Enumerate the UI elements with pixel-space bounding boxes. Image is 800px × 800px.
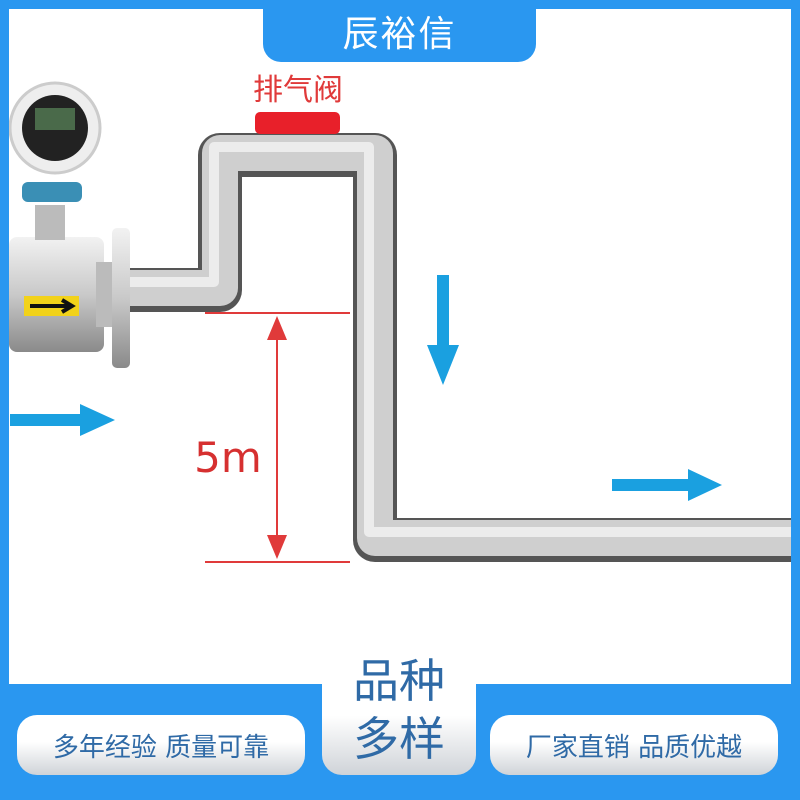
- arrow-right-icon: [612, 469, 722, 501]
- center-line-2: 多样: [353, 712, 445, 766]
- valve-label: 排气阀: [253, 73, 343, 108]
- flow-meter: [9, 81, 130, 368]
- pipe: [125, 133, 791, 562]
- brand-name: 辰裕信: [342, 14, 457, 55]
- dimension-lines: [205, 312, 350, 563]
- diagram-canvas: 排气阀 5m: [9, 9, 791, 684]
- right-slogan: 厂家直销 品质优越: [490, 715, 778, 775]
- exhaust-valve: [255, 112, 340, 134]
- height-label: 5m: [194, 433, 262, 482]
- pipe-installation-diagram: 排气阀 5m: [9, 73, 791, 563]
- center-badge-text: 品种 多样: [322, 652, 476, 768]
- left-slogan: 多年经验 质量可靠: [17, 715, 305, 775]
- arrow-down-icon: [427, 275, 459, 385]
- flow-arrows: [10, 275, 722, 501]
- center-badge: [322, 684, 476, 775]
- arrow-right-icon: [10, 404, 115, 436]
- brand-tab: 辰裕信: [263, 0, 536, 62]
- left-slogan-text: 多年经验 质量可靠: [52, 732, 270, 763]
- center-line-1: 品种: [353, 654, 445, 708]
- right-slogan-text: 厂家直销 品质优越: [525, 732, 743, 763]
